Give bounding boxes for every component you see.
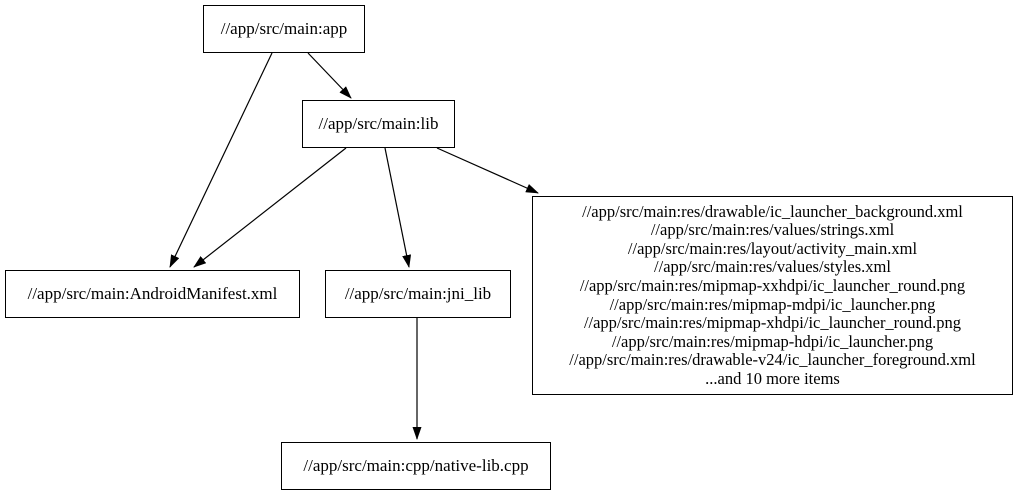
node-native-lib-cpp-label: //app/src/main:cpp/native-lib.cpp [303, 456, 529, 475]
edge-app-lib [307, 52, 352, 99]
node-lib-label: //app/src/main:lib [318, 114, 439, 133]
edge-lib-jni-lib [384, 147, 412, 268]
res-group-line: //app/src/main:res/values/strings.xml [650, 220, 895, 240]
res-group-line: //app/src/main:res/mipmap-mdpi/ic_launch… [609, 294, 936, 314]
res-group-line: //app/src/main:res/mipmap-xhdpi/ic_launc… [583, 313, 962, 333]
node-app: //app/src/main:app [203, 5, 365, 53]
node-jni-lib-label: //app/src/main:jni_lib [344, 284, 492, 303]
node-android-manifest: //app/src/main:AndroidManifest.xml [5, 270, 300, 318]
res-group-line: //app/src/main:res/drawable/ic_launcher_… [582, 201, 963, 221]
node-native-lib-cpp: //app/src/main:cpp/native-lib.cpp [281, 442, 551, 490]
edge-app-manifest [169, 52, 273, 268]
res-group-line: //app/src/main:res/drawable-v24/ic_launc… [569, 350, 976, 370]
node-lib: //app/src/main:lib [302, 100, 455, 148]
node-res-group: //app/src/main:res/drawable/ic_launcher_… [532, 196, 1013, 395]
res-group-line: //app/src/main:res/values/styles.xml [654, 257, 891, 277]
res-group-line: //app/src/main:res/mipmap-hdpi/ic_launch… [611, 331, 934, 351]
res-group-line: //app/src/main:res/layout/activity_main.… [627, 238, 918, 258]
edge-lib-manifest [193, 147, 347, 268]
node-app-label: //app/src/main:app [220, 19, 348, 38]
res-group-line: //app/src/main:res/mipmap-xxhdpi/ic_laun… [579, 275, 966, 295]
res-group-more-items: ...and 10 more items [705, 368, 840, 388]
node-jni-lib: //app/src/main:jni_lib [325, 270, 511, 318]
node-android-manifest-label: //app/src/main:AndroidManifest.xml [27, 284, 278, 303]
edge-lib-res-group [436, 147, 539, 194]
